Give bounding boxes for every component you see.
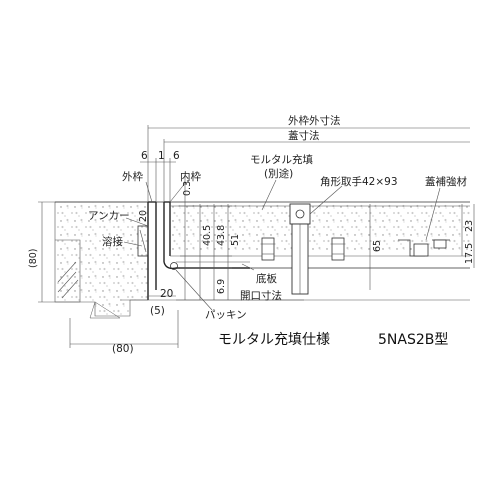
dim-6-right: 6 (173, 150, 180, 162)
lid-reinforcement-part (398, 239, 450, 257)
dim-80-horizontal: (80) (112, 343, 134, 355)
mortar-fill-area (170, 204, 470, 250)
weld-label: 溶接 (102, 235, 123, 248)
dim-51: 51 (230, 234, 241, 246)
dim-0-3: 0.3 (182, 181, 193, 196)
inner-frame-label: 内枠 (180, 170, 201, 183)
opening-dim-label: 開口寸法 (240, 289, 282, 302)
packing-label: パッキン (205, 309, 247, 321)
separate-label: (別途) (264, 167, 293, 180)
model-name: 5NAS2B型 (378, 332, 448, 348)
bolt-right (331, 237, 345, 261)
dim-23: 23 (464, 220, 475, 232)
lid-reinforcement-label: 蓋補強材 (425, 175, 467, 188)
dim-6-left: 6 (141, 150, 148, 162)
dim-17-5: 17.5 (464, 243, 475, 264)
spec-title: モルタル充填仕様 (218, 332, 330, 348)
dim-40-5: 40.5 (202, 225, 213, 246)
lid-dim-label: 蓋寸法 (288, 129, 320, 142)
dim-6-9: 6.9 (216, 279, 227, 294)
anchor-part (137, 225, 149, 257)
concrete-slab-left (54, 201, 149, 319)
dim-20-left: 20 (138, 210, 149, 222)
dim-80-vertical: (80) (28, 248, 39, 268)
leader-lines (123, 179, 441, 311)
dim-20-bottom: 20 (160, 288, 173, 300)
mortar-fill-label: モルタル充填 (250, 153, 313, 166)
outer-frame-dim-label: 外枠外寸法 (288, 114, 341, 127)
dim-5: (5) (150, 305, 165, 317)
packing-part (170, 262, 178, 270)
bolt-left (261, 237, 275, 261)
square-handle (289, 203, 311, 295)
outer-frame (147, 201, 157, 300)
dim-65: 65 (372, 240, 383, 252)
outer-frame-label: 外枠 (122, 170, 143, 183)
bottom-plate-label: 底板 (256, 272, 277, 285)
dimension-lines (38, 125, 475, 348)
dim-43-8: 43.8 (216, 225, 227, 246)
dim-1: 1 (158, 150, 165, 162)
square-handle-label: 角形取手42×93 (320, 175, 398, 188)
anchor-label: アンカー (88, 210, 130, 222)
